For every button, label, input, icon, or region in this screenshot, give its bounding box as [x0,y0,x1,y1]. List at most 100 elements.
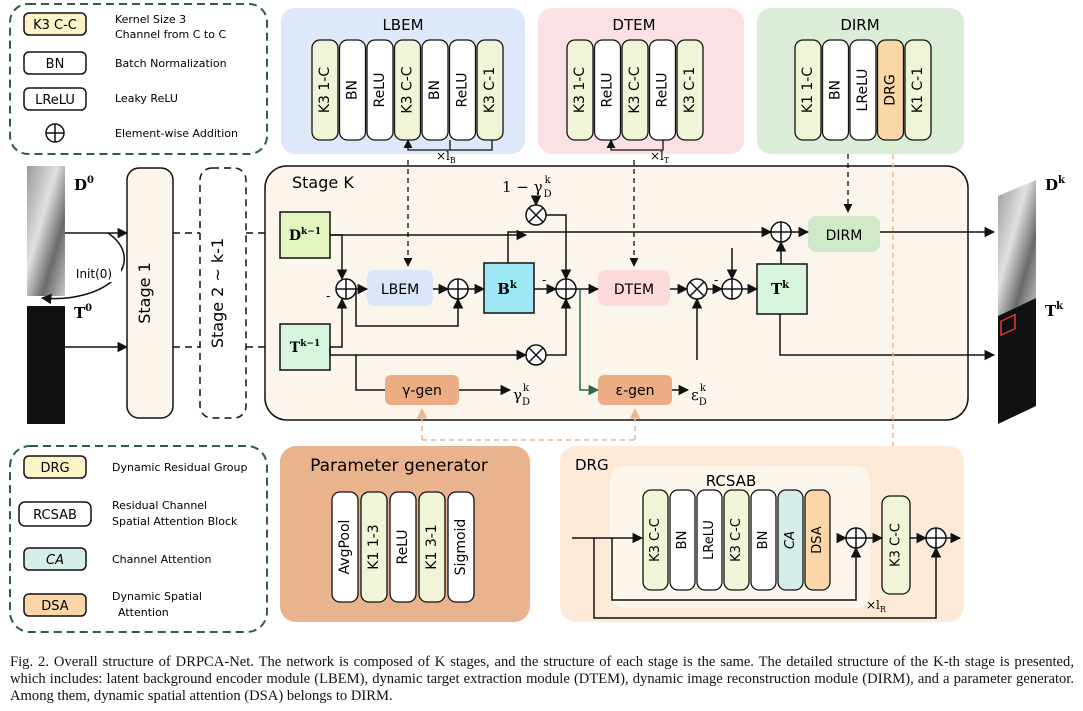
drg-layer-2 [696,489,723,591]
dirm-box-label: DIRM [826,228,863,244]
output-image-dk [998,180,1036,316]
drg-layer-4 [750,489,777,591]
param-layer-4 [447,491,475,603]
param-layer-1 [360,491,388,603]
legend-rcsab-symbol: RCSAB [33,508,77,523]
lbem-box [367,270,433,306]
t-prev-label: Tk−1 [290,339,320,356]
dtem-box-label: DTEM [614,282,654,298]
dirm-box [808,216,880,252]
legend-dsa-desc-2: Attention [118,606,169,619]
dtem-layer-0 [566,39,594,141]
legend-dsa-symbol: DSA [41,599,69,614]
mul-node-1 [525,204,547,226]
legend-conv-desc-1: Kernel Size 3 [115,13,186,26]
legend-conv-symbol: K3 C-C [33,18,77,33]
dtem-layer-label-1: ReLU [600,72,616,107]
param-layer-0 [331,491,359,603]
legend-dsa-desc-1: Dynamic Spatial [112,590,202,603]
dirm-layer-label-4: K1 C-1 [910,67,926,113]
lbem-layer-4 [421,39,449,141]
gamma-label: γDk [513,383,530,408]
network-diagram: K3 C-C Kernel Size 3 Channel from C to C… [9,3,1066,633]
rcsab-title: RCSAB [706,472,757,490]
param-layer-label-3: K1 3-1 [424,524,440,569]
bk-box [483,262,535,314]
legend-top: K3 C-C Kernel Size 3 Channel from C to C… [9,3,268,155]
bk-label: Bk [497,280,518,298]
lbem-layer-label-5: ReLU [455,72,471,107]
gamma-gen-label: γ-gen [402,383,442,399]
drg-layer-label-0: K3 C-C [648,518,663,562]
input-image-t0 [27,306,65,424]
eps-label: εDk [691,383,707,408]
param-gen-title: Parameter generator [310,456,488,476]
dirm-layer-0 [794,39,822,141]
add-node-5 [770,221,792,243]
lbem-layer-label-2: ReLU [372,72,388,107]
legend-bn-symbol: BN [46,57,65,72]
mul-node-3 [686,278,708,300]
dtem-repeat: ×lT [650,149,670,165]
add-node-4 [721,278,743,300]
d-prev-box [279,211,331,259]
dtem-layers: K3 1-C ReLU K3 C-C ReLU K3 C-1 [566,39,704,141]
lbem-layer-0 [311,39,339,141]
legend-drg-desc: Dynamic Residual Group [112,461,247,474]
stage-k-internals: Dk−1 Tk−1 LBEM Bk DTEM Tk DIRM γ-gen ε-g… [279,154,996,446]
drg-layer-label-6: DSA [810,526,825,554]
svg-text:-: - [542,273,546,287]
d-prev-label: Dk−1 [289,227,321,244]
add-node-1 [335,278,357,300]
drg-post-conv-label: K3 C-C [889,523,904,567]
drg-post-conv [881,495,911,595]
eps-gen-label: ε-gen [616,383,655,399]
dtem-layer-label-4: K3 C-1 [682,67,698,113]
lbem-layer-label-1: BN [345,80,361,100]
label-tk: Tk [1045,301,1064,320]
gamma-gen-box [385,375,459,405]
dirm-layer-3 [876,39,905,141]
legend-rcsab-desc-2: Spatial Attention Block [112,515,238,528]
mul-node-2 [525,344,547,366]
legend-drg-symbol: DRG [40,461,69,476]
dtem-layer-label-3: ReLU [655,72,671,107]
lbem-layer-6 [476,39,504,141]
param-layer-label-2: ReLU [395,529,411,564]
stage1-label: Stage 1 [135,262,154,324]
drg-layer-5 [777,489,804,591]
drg-layer-label-1: BN [675,531,690,550]
add-node-3 [555,278,577,300]
lbem-layer-label-3: K3 C-C [400,66,416,113]
dirm-layer-1 [821,39,850,141]
legend-add-desc: Element-wise Addition [115,127,238,140]
dtem-layer-label-2: K3 C-C [627,66,643,113]
dtem-layer-4 [676,39,704,141]
dirm-layer-4 [904,39,932,141]
one-minus-gamma-label: 1 − γDk [502,175,552,200]
drg-layer-label-4: BN [756,531,771,550]
dirm-layer-label-2: LReLU [855,69,871,112]
pipeline: D0 T0 Init(0) Stage 1 Stage 2 ~ k-1 Stag… [27,165,1066,424]
drg-layer-1 [669,489,696,591]
drg-title: DRG [575,456,609,474]
drg-layer-6 [804,489,831,591]
legend-bottom: DRG Dynamic Residual Group RCSAB Residua… [9,445,268,633]
legend-ca-symbol: CA [46,553,64,568]
lbem-layer-label-6: K3 C-1 [482,67,498,113]
output-image-tk [998,298,1036,424]
tk-box [756,263,808,315]
drg-layer-label-3: K3 C-C [729,518,744,562]
dtem-layer-label-0: K3 1-C [572,67,588,113]
svg-text:-: - [326,289,330,303]
param-layer-label-1: K1 1-3 [366,524,382,569]
stage2-box [199,167,247,419]
